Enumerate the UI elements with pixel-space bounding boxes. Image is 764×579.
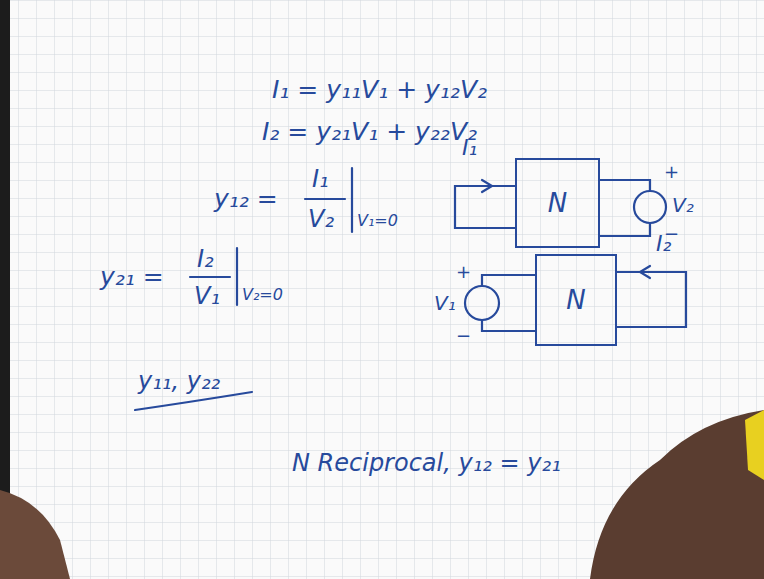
numerator: I₁ [312, 166, 329, 192]
parameter-label: y₁₂ = [214, 185, 278, 213]
equation: I₁ = y₁₁V₁ + y₁₂V₂ [272, 76, 487, 104]
network-name: N [566, 285, 585, 315]
pen-tip [745, 410, 764, 480]
denominator: V₂ [308, 206, 334, 232]
numerator: I₂ [197, 246, 214, 272]
grid [10, 0, 764, 579]
parameter-label: y₂₁ = [100, 263, 164, 291]
current-label: I₁ [462, 136, 477, 160]
circuit-wires [135, 168, 686, 410]
polarity-sign: + [664, 162, 679, 182]
polarity-sign: + [456, 262, 471, 282]
equation: I₂ = y₂₁V₁ + y₂₂V₂ [262, 118, 477, 146]
current-label: I₂ [656, 232, 671, 256]
paper [10, 0, 764, 579]
hand [0, 490, 70, 579]
hand [590, 410, 764, 579]
network-box: N [535, 254, 617, 346]
voltage-label: V₂ [672, 194, 694, 216]
network-name: N [548, 188, 567, 218]
denominator: V₁ [194, 283, 220, 309]
note: N Reciprocal, y₁₂ = y₂₁ [292, 450, 561, 476]
voltage-label: V₁ [434, 292, 456, 314]
condition: V₁=0 [357, 212, 398, 230]
condition: V₂=0 [242, 286, 283, 304]
polarity-sign: − [456, 326, 471, 346]
note: y₁₁, y₂₂ [138, 368, 220, 394]
network-box: N [515, 158, 600, 248]
